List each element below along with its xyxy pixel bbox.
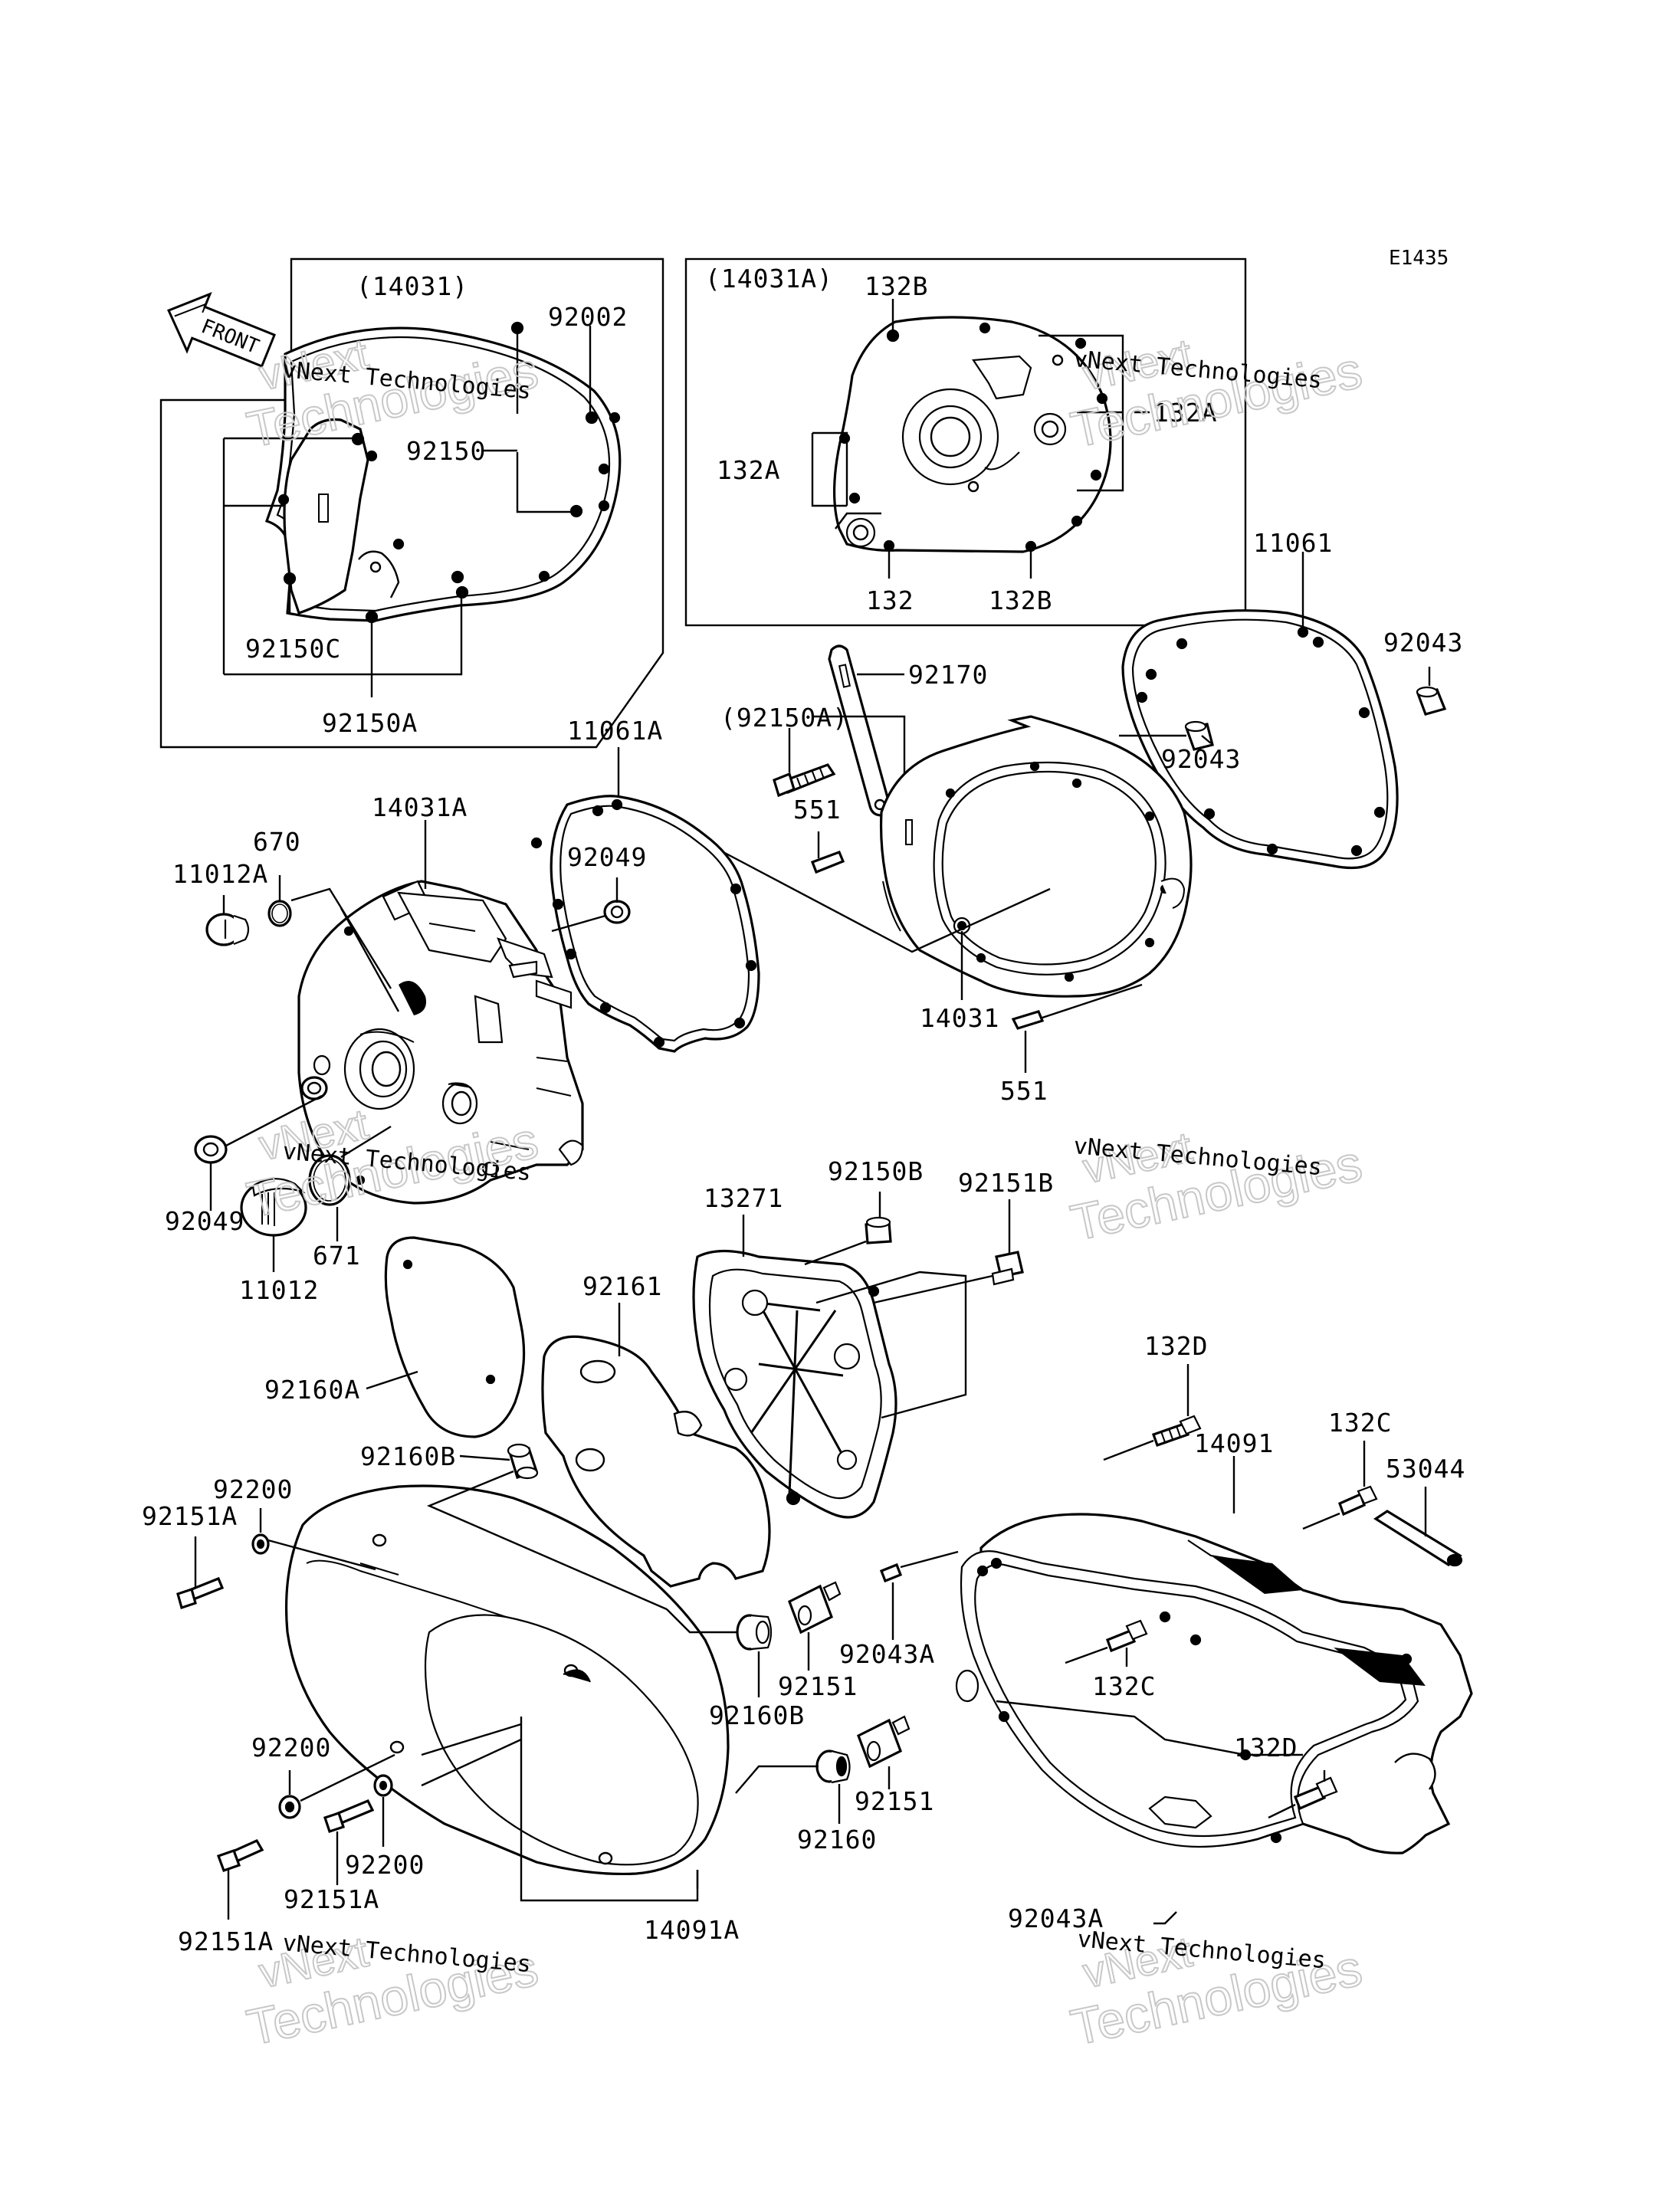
label-11061: 11061 — [1253, 528, 1333, 558]
label-92151-b: 92151 — [855, 1786, 934, 1816]
label-92043-a: 92043 — [1383, 628, 1463, 657]
label-14031: 14031 — [920, 1003, 999, 1033]
cover-14031: 14031 — [879, 715, 1193, 1033]
label-11012: 11012 — [239, 1275, 319, 1305]
spacer-92151-b: 92151 — [855, 1715, 934, 1816]
spacer-92049-b: 92049 — [165, 1094, 323, 1236]
label-132D-bot: 132D — [1234, 1733, 1298, 1763]
label-551-a: 551 — [793, 795, 842, 825]
bolt-132D-top: 132D — [1103, 1331, 1208, 1461]
cover-14091A: 14091A — [284, 1484, 740, 1945]
gasket-11061A: 11061A — [530, 716, 760, 1053]
washer-92200-mid: 92200 — [251, 1733, 395, 1819]
label-92160B-top: 92160B — [360, 1441, 456, 1471]
label-92160B-mid: 92160B — [709, 1700, 805, 1730]
label-92150A-paren: (92150A) — [720, 703, 848, 733]
pad-92160A: 92160A — [264, 1236, 526, 1438]
label-53044: 53044 — [1386, 1454, 1465, 1484]
label-13271: 13271 — [704, 1183, 783, 1213]
label-14091A: 14091A — [644, 1915, 740, 1945]
label-14031A: 14031A — [372, 792, 468, 822]
cover-14031A: 14031A — [297, 792, 584, 1205]
label-92043-b: 92043 — [1161, 744, 1241, 774]
label-92150A-box: 92150A — [322, 708, 418, 738]
insulator-92161: 92161 — [541, 1271, 771, 1588]
label-92043A-mid: 92043A — [839, 1639, 935, 1669]
label-92160: 92160 — [797, 1825, 877, 1854]
label-671: 671 — [313, 1241, 361, 1271]
bolt-92151A-top: 92151A — [142, 1501, 238, 1610]
bolt-92151A-mid: 92151A — [284, 1799, 379, 1914]
label-551-b: 551 — [1000, 1076, 1048, 1106]
spacer-92151-a: 92151 — [778, 1581, 858, 1701]
box-title-14031: (14031) — [356, 271, 468, 301]
dowel-92043-b: 92043 — [1119, 720, 1241, 774]
label-92151A-mid: 92151A — [284, 1884, 379, 1914]
dowel-92043-a: 92043 — [1383, 628, 1463, 716]
label-92161: 92161 — [582, 1271, 662, 1301]
label-92002: 92002 — [548, 302, 628, 332]
label-92150C: 92150C — [245, 634, 341, 664]
bolt-132D-bot: 132D — [1234, 1733, 1338, 1819]
plate-13271: 13271 — [692, 1183, 967, 1519]
diagram-code: E1435 — [1389, 247, 1449, 270]
spacer-92049-a: 92049 — [551, 842, 647, 933]
label-132A-right: 132A — [1153, 398, 1217, 428]
bolt-132C-mid: 132C — [1065, 1619, 1156, 1701]
box-title-14031A: (14031A) — [705, 264, 833, 293]
label-132D-top: 132D — [1144, 1331, 1208, 1361]
bolt-92151A-bot: 92151A — [178, 1838, 274, 1956]
pin-551-a: 551 — [793, 795, 845, 874]
pin-92043A-mid: 92043A — [839, 1550, 959, 1669]
label-132A-left: 132A — [717, 455, 780, 485]
label-132B-bottom: 132B — [989, 585, 1052, 615]
label-92160A: 92160A — [264, 1375, 360, 1405]
inset-box-14031A: (14031A) — [684, 257, 1247, 627]
inset-box-14031: (14031) — [159, 257, 664, 749]
label-132C-top: 132C — [1328, 1408, 1392, 1438]
bracket-92170: 92170 — [828, 644, 988, 817]
label-92151A-bot: 92151A — [178, 1926, 274, 1956]
cover-bolt-holes — [838, 322, 1108, 553]
label-92151A-top: 92151A — [142, 1501, 238, 1531]
label-92150B: 92150B — [828, 1156, 924, 1186]
pin-92043A-bot: 92043A — [1008, 1904, 1177, 1933]
o-ring-670: 670 — [253, 827, 400, 1012]
label-92043A-bot: 92043A — [1008, 1904, 1104, 1933]
label-92200-mid: 92200 — [251, 1733, 331, 1763]
washer-92200-bot: 92200 — [345, 1774, 425, 1880]
grommet-92160: 92160 — [735, 1749, 877, 1854]
bolt-92150B: 92150B — [804, 1156, 924, 1266]
grommet-92160B-top: 92160B — [360, 1441, 668, 1611]
pin-551-b: 551 — [1000, 983, 1143, 1106]
label-14091: 14091 — [1194, 1428, 1274, 1458]
bolt-132C-top: 132C — [1302, 1408, 1392, 1530]
grommet-92160B-mid: 92160B — [666, 1608, 805, 1730]
bolt-92151B: 92151B — [873, 1168, 1054, 1304]
gasket-11061: 11061 — [1121, 528, 1399, 870]
label-92200-bot: 92200 — [345, 1850, 425, 1880]
label-92170: 92170 — [908, 660, 988, 690]
cover-14091: 14091 — [955, 1428, 1473, 1854]
label-92150: 92150 — [406, 436, 486, 466]
plug-11012A: 11012A — [172, 859, 268, 946]
watermark-mid-left: vNext Technologies — [241, 1099, 543, 1229]
label-132B-top: 132B — [865, 271, 928, 301]
plug-11012: 11012 — [239, 1178, 319, 1305]
label-92200-top: 92200 — [213, 1474, 293, 1504]
label-132: 132 — [866, 585, 914, 615]
label-92151B: 92151B — [958, 1168, 1054, 1198]
bolt-92150A: (92150A) — [720, 703, 906, 798]
washer-92200-top: 92200 — [213, 1474, 376, 1571]
o-ring-671: 671 — [308, 1125, 392, 1271]
label-92049-b: 92049 — [165, 1206, 244, 1236]
rod-53044: 53044 — [1373, 1454, 1465, 1567]
label-92049-a: 92049 — [567, 842, 647, 872]
label-92151-a: 92151 — [778, 1671, 858, 1701]
label-132C-mid: 132C — [1092, 1671, 1156, 1701]
label-670: 670 — [253, 827, 301, 857]
label-11012A: 11012A — [172, 859, 268, 889]
label-11061A: 11061A — [567, 716, 663, 746]
